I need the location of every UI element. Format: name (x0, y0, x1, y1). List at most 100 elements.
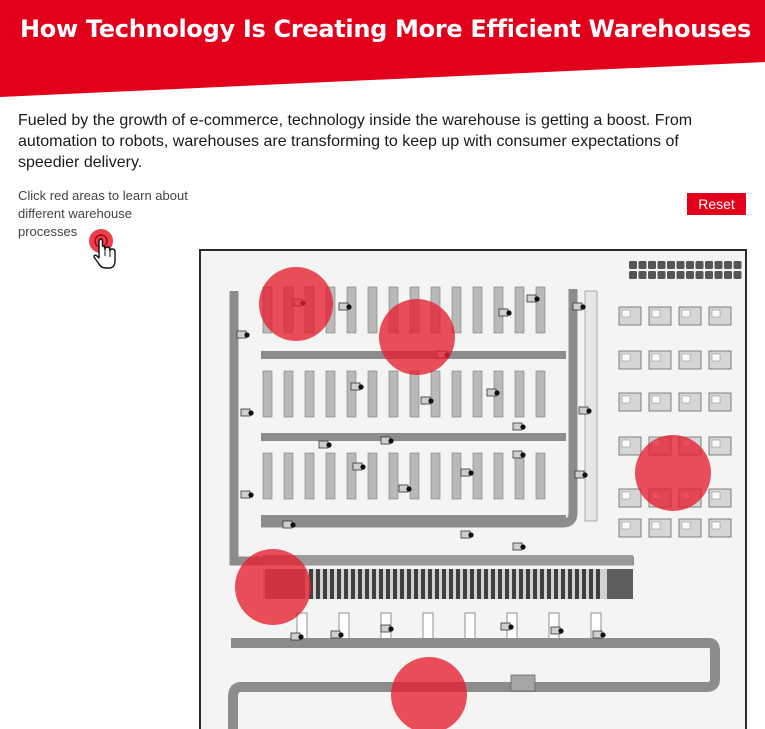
pallet-dot (648, 271, 656, 279)
sorting-chute (400, 569, 404, 599)
sorting-chute (330, 569, 334, 599)
sorting-chute (582, 569, 586, 599)
packing-station (548, 612, 560, 640)
reset-button[interactable]: Reset (687, 193, 746, 215)
pallet-dot (714, 261, 723, 269)
robot-worker (600, 632, 606, 638)
sorting-chute (498, 569, 502, 599)
robot-worker (520, 452, 526, 458)
sorting-chute (526, 569, 530, 599)
storage-rack (472, 370, 483, 418)
banner-shape (0, 0, 765, 97)
sorting-chute (519, 569, 523, 599)
sorting-chute (358, 569, 362, 599)
pallet-dot (733, 261, 742, 269)
hotspot-picking-robot[interactable] (379, 299, 455, 375)
storage-rack (367, 286, 378, 334)
robot-worker (338, 632, 344, 638)
robot-worker (468, 470, 474, 476)
pallet-dot (705, 261, 713, 269)
storage-rack (451, 286, 462, 334)
instruction-text: Click red areas to learn about different… (18, 188, 188, 239)
pallet-dot (724, 261, 732, 269)
robot-worker (388, 438, 394, 444)
warehouse-map (199, 249, 747, 729)
storage-rack (346, 370, 357, 418)
robot-worker (248, 492, 254, 498)
sorting-chute (372, 569, 376, 599)
pallet-dot (724, 271, 732, 279)
inventory-box-detail (711, 439, 721, 448)
sorting-chute (407, 569, 411, 599)
sorting-block (607, 569, 633, 599)
sorting-chute (533, 569, 537, 599)
robot-worker (298, 634, 304, 640)
storage-rack (514, 286, 525, 334)
sorting-chute (561, 569, 565, 599)
packing-station (422, 612, 434, 640)
sorting-chute (344, 569, 348, 599)
shipping-scanner (510, 674, 536, 692)
inventory-box-detail (711, 491, 721, 500)
storage-rack (346, 452, 357, 500)
storage-rack (514, 370, 525, 418)
robot-worker (558, 628, 564, 634)
pallet-dot (695, 261, 704, 269)
pallet-dot (648, 261, 656, 269)
pallet-dot (638, 271, 647, 279)
conveyor-column (584, 290, 598, 522)
sorting-chute (540, 569, 544, 599)
robot-worker (520, 424, 526, 430)
inventory-box-detail (621, 353, 631, 362)
pallet-dot (657, 261, 666, 269)
storage-rack (388, 452, 399, 500)
inventory-box-detail (711, 309, 721, 318)
pallet-dot (733, 271, 742, 279)
sorting-chute (456, 569, 460, 599)
robot-worker (580, 304, 586, 310)
sorting-line (263, 555, 633, 565)
pallet-dot (676, 271, 685, 279)
pallet-dot (667, 261, 675, 269)
hotspot-shipping[interactable] (391, 657, 467, 729)
sorting-chute (421, 569, 425, 599)
hotspot-sorting[interactable] (235, 549, 311, 625)
shipping-conveyor (228, 638, 720, 729)
header-banner: How Technology Is Creating More Efficien… (0, 0, 765, 100)
sorting-chute (470, 569, 474, 599)
storage-rack (304, 370, 315, 418)
sorting-chute (435, 569, 439, 599)
inventory-box-detail (711, 353, 721, 362)
storage-rack (535, 452, 546, 500)
sorting-chute (309, 569, 313, 599)
conveyor-line (261, 433, 566, 441)
storage-rack (262, 452, 273, 500)
inventory-box-detail (681, 395, 691, 404)
sorting-chute (484, 569, 488, 599)
sorting-chute (463, 569, 467, 599)
inventory-box-detail (711, 395, 721, 404)
hotspot-inventory[interactable] (635, 435, 711, 511)
robot-worker (290, 522, 296, 528)
inventory-box-detail (621, 395, 631, 404)
hotspot-receiving[interactable] (259, 267, 333, 341)
robot-worker (582, 472, 588, 478)
pallet-dot (686, 271, 694, 279)
storage-rack (451, 370, 462, 418)
storage-rack (325, 370, 336, 418)
storage-rack (367, 370, 378, 418)
robot-worker (248, 410, 254, 416)
conveyor-line (261, 515, 566, 523)
pallet-dot (657, 271, 666, 279)
inventory-box-detail (621, 439, 631, 448)
storage-rack (388, 370, 399, 418)
robot-worker (326, 442, 332, 448)
intro-paragraph: Fueled by the growth of e-commerce, tech… (18, 112, 693, 171)
storage-rack (493, 452, 504, 500)
storage-rack (430, 452, 441, 500)
inventory-box-detail (651, 395, 661, 404)
storage-rack (472, 452, 483, 500)
storage-rack (262, 370, 273, 418)
sorting-chute (323, 569, 327, 599)
sorting-chute (386, 569, 390, 599)
